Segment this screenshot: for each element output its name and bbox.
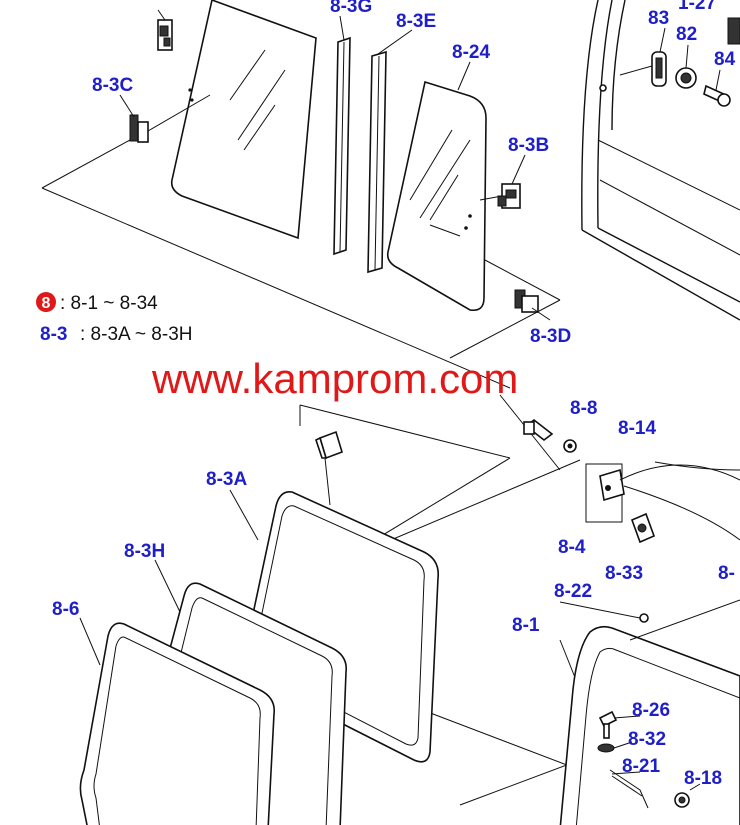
label-8-21: 8-21 — [622, 756, 660, 777]
label-1-27: 1-27 — [678, 0, 716, 14]
label-84: 84 — [714, 49, 736, 70]
seal-strip-8-3G — [333, 36, 351, 256]
upper-left-glass — [170, 0, 317, 240]
label-8-8: 8-8 — [570, 398, 597, 419]
bolt-8-8 — [523, 418, 577, 453]
door-hardware — [597, 710, 701, 809]
label-8-3H: 8-3H — [124, 541, 165, 562]
legend-badge — [36, 292, 56, 312]
right-glass-8-24 — [386, 80, 487, 312]
door-frame-8-1 — [559, 599, 740, 825]
bracket-8-14 — [585, 461, 740, 541]
leader-lines-upper — [41, 9, 721, 389]
legend-badge-number: 8 — [42, 295, 51, 312]
label-83: 83 — [648, 8, 669, 29]
label-8-3G: 8-3G — [330, 0, 372, 17]
label-8-22: 8-22 — [554, 581, 592, 602]
label-8-3B: 8-3B — [508, 135, 549, 156]
label-8-33: 8-33 — [605, 563, 643, 584]
legend: 8 : 8-1 ~ 8-34 8-3 : 8-3A ~ 8-3H — [36, 292, 192, 345]
label-8-26: 8-26 — [632, 700, 670, 721]
label-8-14: 8-14 — [618, 418, 656, 439]
label-8-3E: 8-3E — [396, 11, 436, 32]
clip-8-3D — [514, 289, 539, 313]
legend-range-2: : 8-3A ~ 8-3H — [80, 324, 192, 345]
label-8-32: 8-32 — [628, 729, 666, 750]
latch-8-33 — [630, 512, 656, 544]
cab-frame — [581, 0, 740, 321]
legend-range-1: : 8-1 ~ 8-34 — [60, 293, 158, 314]
clip-top — [157, 19, 173, 51]
small-block — [315, 430, 343, 460]
seal-frame-8-6 — [79, 622, 276, 825]
clip-8-3C — [129, 114, 149, 143]
label-8-3A: 8-3A — [206, 469, 247, 490]
label-8-edge: 8- — [718, 563, 735, 584]
label-8-4: 8-4 — [558, 537, 586, 558]
label-8-18: 8-18 — [684, 768, 722, 789]
label-8-3D: 8-3D — [530, 326, 571, 347]
label-8-24: 8-24 — [452, 42, 490, 63]
label-8-6: 8-6 — [52, 599, 79, 620]
watermark: www.kamprom.com — [151, 355, 518, 402]
label-8-1: 8-1 — [512, 615, 540, 636]
seal-strip-8-3E — [367, 50, 387, 274]
label-82: 82 — [676, 24, 697, 45]
label-8-3C: 8-3C — [92, 75, 133, 96]
legend-sub-label: 8-3 — [40, 324, 67, 345]
